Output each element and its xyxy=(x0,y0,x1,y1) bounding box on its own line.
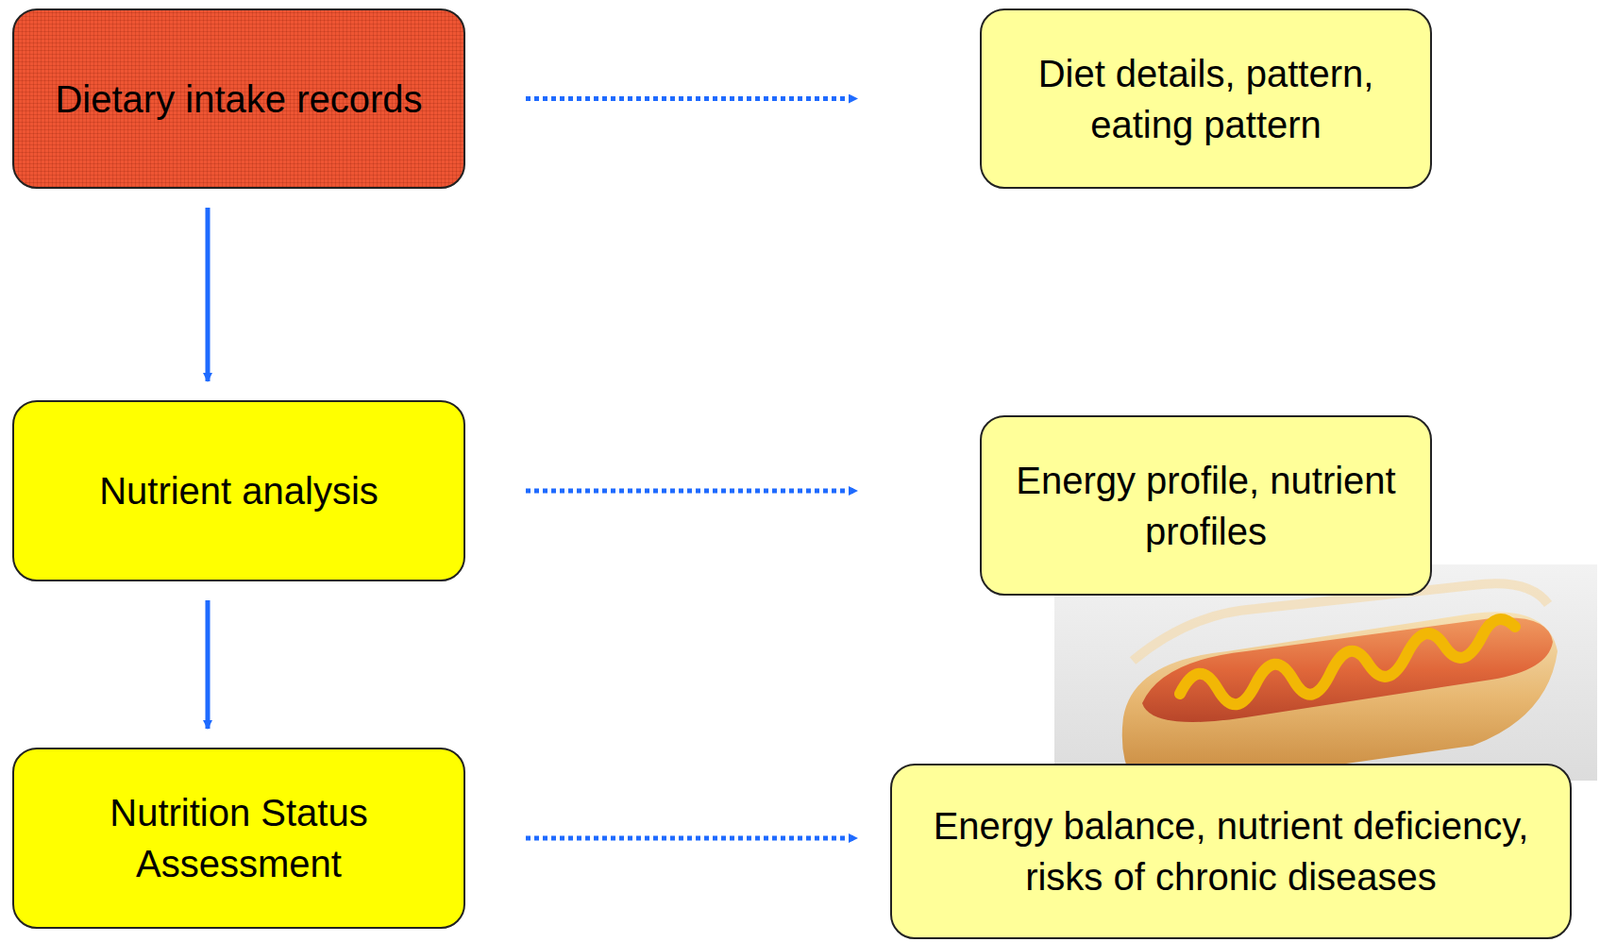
flow-arrow xyxy=(205,600,211,729)
box-text: Energy balance, nutrient deficiency, ris… xyxy=(909,800,1553,903)
process-box: Diet details, pattern, eating pattern xyxy=(979,8,1432,189)
dotted-arrow xyxy=(525,488,858,494)
dotted-arrow xyxy=(525,96,858,102)
box-text: Dietary intake records xyxy=(54,73,422,125)
process-box: Nutrient analysis xyxy=(12,400,466,582)
box-text: Nutrient analysis xyxy=(99,465,379,517)
box-text: Diet details, pattern, eating pattern xyxy=(998,48,1414,151)
process-box: Energy balance, nutrient deficiency, ris… xyxy=(890,763,1572,940)
process-box: Nutrition Status Assessment xyxy=(12,747,466,929)
process-box: Dietary intake records xyxy=(12,8,466,189)
box-text: Energy profile, nutrient profiles xyxy=(998,454,1414,557)
process-box: Energy profile, nutrient profiles xyxy=(979,415,1432,596)
dotted-arrow xyxy=(525,836,858,842)
box-text: Nutrition Status Assessment xyxy=(31,787,447,890)
flow-arrow xyxy=(205,207,211,382)
